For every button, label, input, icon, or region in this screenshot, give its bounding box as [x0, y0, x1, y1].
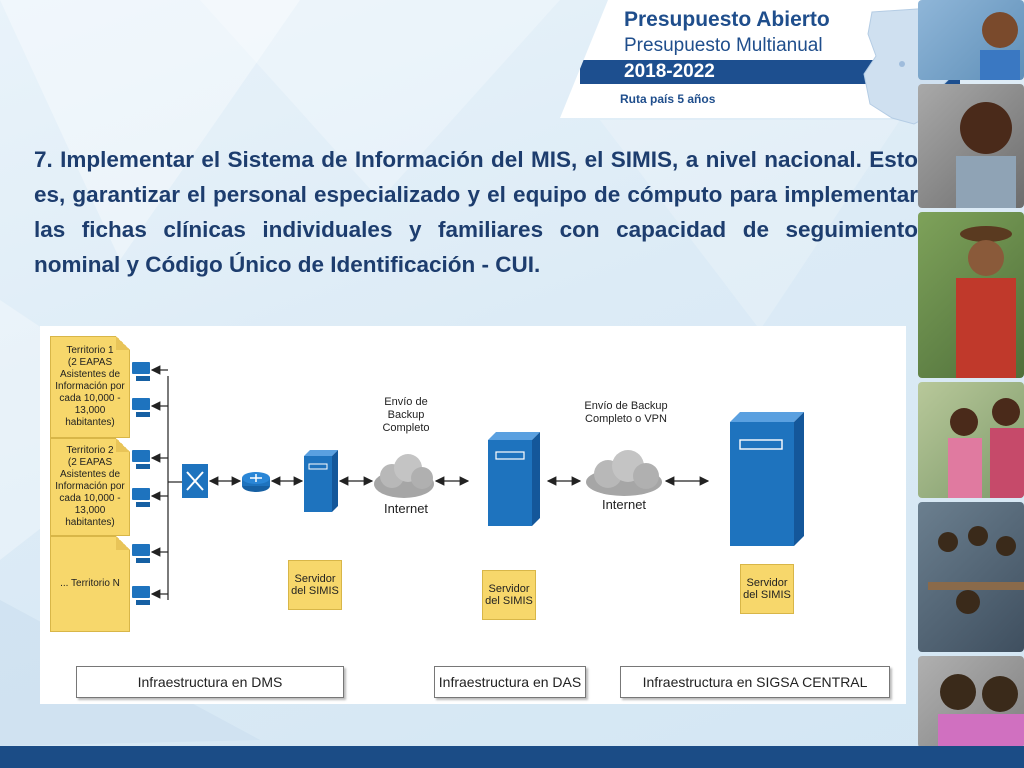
backup-label-1: Envío de Backup Completo — [382, 396, 430, 434]
server-icon-central — [730, 412, 804, 546]
network-diagram: Territorio 1 (2 EAPAS Asistentes de Info… — [40, 326, 906, 704]
workstation-icons — [132, 362, 150, 605]
main-paragraph: 7. Implementar el Sistema de Información… — [34, 147, 918, 277]
photo-strip — [918, 0, 1024, 748]
header-title: Presupuesto Abierto — [624, 8, 830, 31]
server-note-das: Servidor del SIMIS — [482, 570, 536, 620]
infra-box-das: Infraestructura en DAS — [434, 666, 586, 698]
workstation-icon-6 — [132, 586, 150, 605]
internet-label-2: Internet — [601, 497, 647, 512]
territory-note-1: Territorio 1 (2 EAPAS Asistentes de Info… — [50, 336, 130, 438]
infra-label-central: Infraestructura en SIGSA CENTRAL — [642, 674, 868, 690]
footer-bar — [0, 746, 1024, 768]
switch-icon — [182, 464, 208, 498]
internet-label-1: Internet — [383, 501, 429, 516]
server-icon-dms — [304, 450, 338, 512]
internet-cloud-icon-2 — [586, 450, 662, 496]
router-icon — [242, 472, 270, 492]
workstation-icon-2 — [132, 398, 150, 417]
infra-box-central: Infraestructura en SIGSA CENTRAL — [620, 666, 890, 698]
infra-label-dms: Infraestructura en DMS — [137, 674, 283, 690]
server-icon-das — [488, 432, 540, 526]
photo-elder — [918, 212, 1024, 378]
header-subtitle: Presupuesto Multianual — [624, 35, 823, 56]
territory-note-n: ... Territorio N — [50, 536, 130, 632]
photo-child-2 — [918, 84, 1024, 208]
photo-classroom — [918, 502, 1024, 652]
infra-box-dms: Infraestructura en DMS — [76, 666, 344, 698]
header-years: 2018-2022 — [624, 61, 715, 82]
infra-label-das: Infraestructura en DAS — [438, 674, 582, 690]
server-note-dms: Servidor del SIMIS — [288, 560, 342, 610]
backup-label-2: Envío de Backup Completo o VPN — [584, 400, 668, 425]
territory-note-2: Territorio 2 (2 EAPAS Asistentes de Info… — [50, 438, 130, 536]
workstation-icon-1 — [132, 362, 150, 381]
photo-children-group — [918, 382, 1024, 498]
photo-child-1 — [918, 0, 1024, 80]
workstation-icon-4 — [132, 488, 150, 507]
workstation-icon-5 — [132, 544, 150, 563]
server-note-central: Servidor del SIMIS — [740, 564, 794, 614]
network-graphic — [132, 362, 804, 605]
workstation-icon-3 — [132, 450, 150, 469]
header-tagline: Ruta país 5 años — [620, 92, 716, 106]
photo-girls — [918, 656, 1024, 748]
internet-cloud-icon-1 — [374, 454, 434, 498]
